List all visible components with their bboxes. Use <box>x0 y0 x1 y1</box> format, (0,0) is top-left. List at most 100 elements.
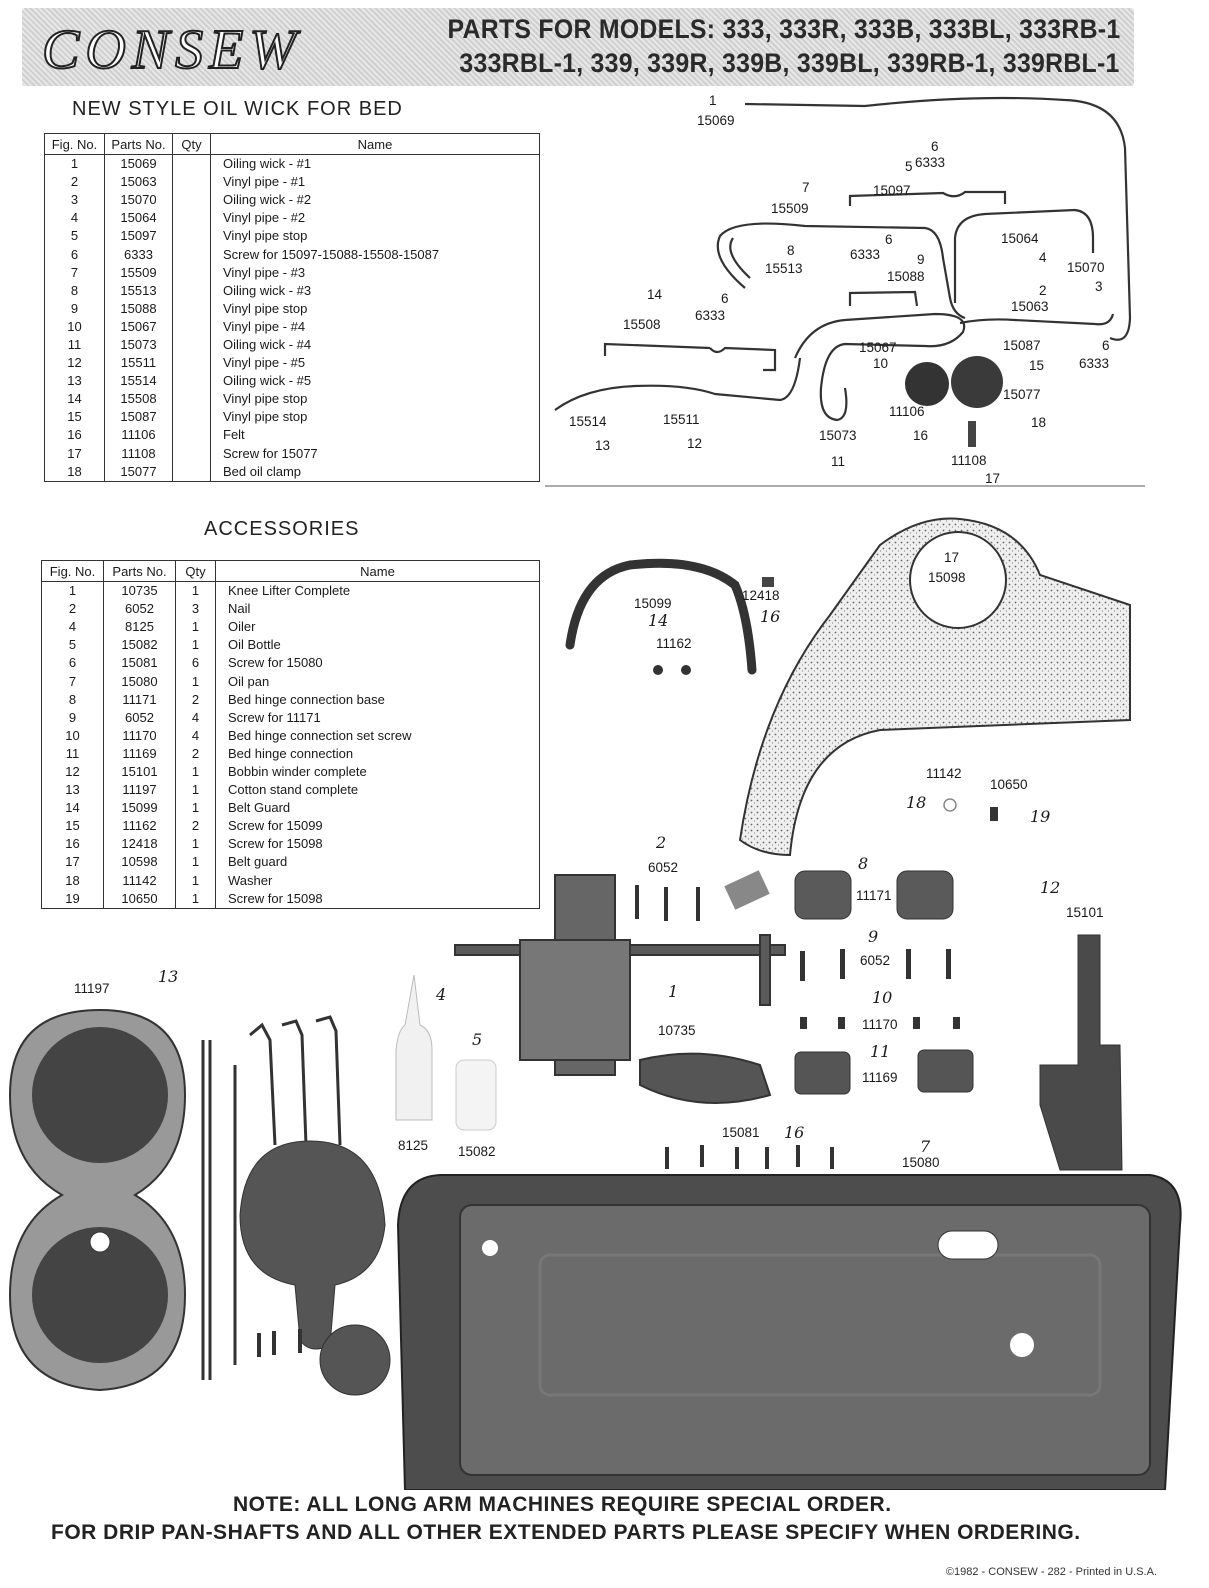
accessories-diagram: 17 15098 15099 14 12418 16 11162 11142 1… <box>8 517 1182 1490</box>
name-cell: Cotton stand complete <box>215 781 540 800</box>
header-banner: CONSEW PARTS FOR MODELS: 333, 333R, 333B… <box>22 8 1134 86</box>
name-cell: Knee Lifter Complete <box>215 581 540 601</box>
qty-cell <box>172 154 211 174</box>
name-cell: Nail <box>215 600 540 619</box>
qty-cell <box>172 390 211 409</box>
qty-cell <box>172 281 211 300</box>
name-cell: Vinyl pipe - #1 <box>210 173 540 192</box>
parts-no-cell: 15511 <box>104 354 173 373</box>
vinyl-pipe-5 <box>554 357 802 411</box>
diagram-label-part-6333d: 6333 <box>1079 356 1109 371</box>
parts-no-cell: 11142 <box>103 871 176 890</box>
qty-cell <box>172 372 211 391</box>
column-header: Parts No. <box>103 560 176 582</box>
models-line-2: 333RBL-1, 339, 339R, 339B, 339BL, 339RB-… <box>459 48 1120 78</box>
label-part-11171: 11171 <box>856 888 892 903</box>
name-cell: Screw for 15099 <box>215 817 540 836</box>
fig-no-cell: 17 <box>41 853 104 872</box>
belt-guard-15098 <box>738 517 1131 857</box>
parts-no-cell: 15073 <box>104 335 173 355</box>
fig-no-cell: 4 <box>44 209 105 228</box>
fig-no-cell: 12 <box>41 762 104 782</box>
qty-cell <box>172 444 211 463</box>
fig-no-cell: 1 <box>44 154 105 174</box>
label-fig-2: 2 <box>655 833 666 852</box>
name-cell: Vinyl pipe stop <box>210 408 540 427</box>
diagram-label-part-15088: 15088 <box>887 269 925 284</box>
cotton-stand-plate <box>239 1140 386 1350</box>
vinyl-pipe-3 <box>716 222 966 320</box>
parts-no-cell: 10598 <box>103 853 176 872</box>
diagram-label-part-15073: 15073 <box>819 428 857 443</box>
fig-no-cell: 3 <box>44 191 105 210</box>
qty-cell <box>172 263 211 282</box>
diagram-label-fig-15: 15 <box>1029 358 1044 373</box>
column-header: Name <box>215 560 540 582</box>
label-fig-16b: 16 <box>784 1123 804 1142</box>
name-cell: Vinyl pipe stop <box>210 299 540 318</box>
fig-no-cell: 11 <box>44 335 105 355</box>
qty-cell <box>172 245 211 264</box>
diagram-label-fig-17: 17 <box>985 471 1000 486</box>
column-header: Qty <box>175 560 216 582</box>
name-cell: Screw for 15098 <box>215 889 540 909</box>
vinyl-pipe-4 <box>793 312 966 422</box>
label-fig-10: 10 <box>872 988 892 1007</box>
fig-no-cell: 5 <box>44 227 105 246</box>
fig-no-cell: 16 <box>44 426 105 445</box>
diagram-label-part-6333c: 6333 <box>695 308 725 323</box>
parts-no-cell: 15080 <box>103 672 176 691</box>
name-cell: Screw for 15080 <box>215 654 540 673</box>
footer-note-2: FOR DRIP PAN-SHAFTS AND ALL OTHER EXTEND… <box>51 1521 1081 1544</box>
parts-no-cell: 11169 <box>103 744 176 763</box>
name-cell: Belt guard <box>215 853 540 872</box>
fig-no-cell: 17 <box>44 444 105 463</box>
name-cell: Oil Bottle <box>215 636 540 655</box>
name-cell: Belt Guard <box>215 799 540 818</box>
label-fig-13: 13 <box>158 967 178 986</box>
name-cell: Oiling wick - #5 <box>210 372 540 391</box>
diagram-label-fig-6d: 6 <box>1102 338 1110 353</box>
parts-no-cell: 11171 <box>103 690 176 709</box>
name-cell: Screw for 15097-15088-15508-15087 <box>210 245 540 264</box>
diagram-label-fig-10: 10 <box>873 356 888 371</box>
name-cell: Oiling wick - #2 <box>210 191 540 210</box>
parts-no-cell: 10650 <box>103 889 176 909</box>
parts-no-cell: 15069 <box>104 154 173 174</box>
parts-no-cell: 15067 <box>104 317 173 336</box>
name-cell: Vinyl pipe - #3 <box>210 263 540 282</box>
diagram-label-part-15063: 15063 <box>1011 299 1049 314</box>
diagram-label-fig-7: 7 <box>802 180 810 195</box>
label-part-15098: 15098 <box>928 570 966 585</box>
label-fig-16: 16 <box>760 607 780 626</box>
hinge-connection-1 <box>794 1051 851 1095</box>
parts-no-cell: 15513 <box>104 281 173 300</box>
fig-no-cell: 12 <box>44 354 105 373</box>
fig-no-cell: 14 <box>41 799 104 818</box>
table-header-row: Fig. No. Parts No. Qty Name <box>41 560 540 582</box>
set-screw-11170-set <box>800 1017 960 1029</box>
vinyl-pipe-stop-9 <box>848 290 919 307</box>
name-cell: Bobbin winder complete <box>215 762 540 782</box>
name-cell: Vinyl pipe - #4 <box>210 317 540 336</box>
qty-cell <box>172 354 211 373</box>
fig-no-cell: 7 <box>44 263 105 282</box>
screw-11108 <box>968 421 976 447</box>
column-header: Qty <box>172 133 211 155</box>
label-fig-19: 19 <box>1030 807 1050 826</box>
qty-cell <box>172 462 211 482</box>
